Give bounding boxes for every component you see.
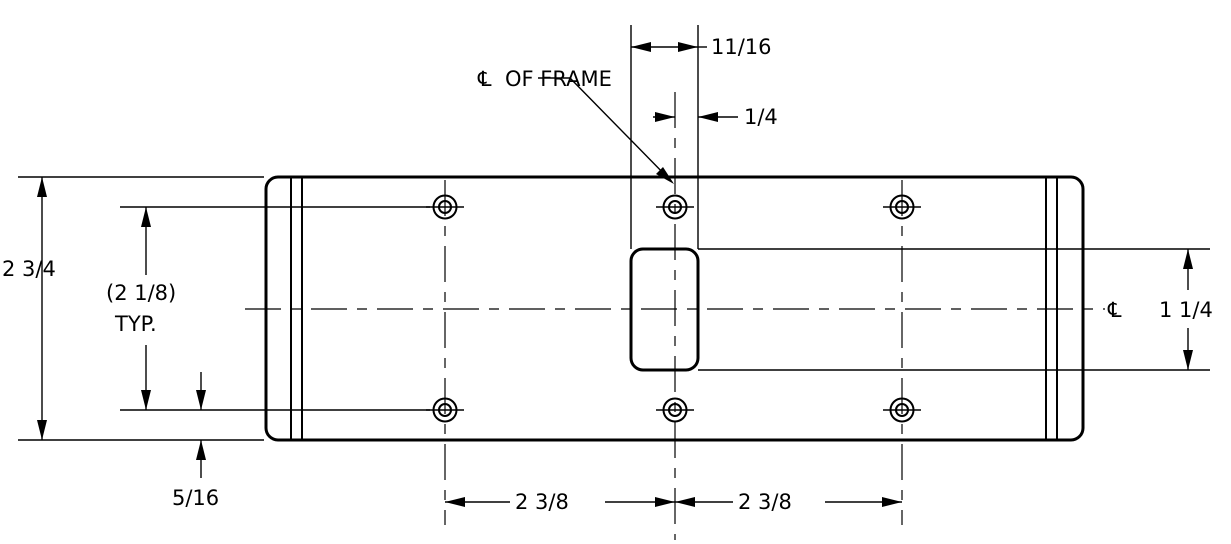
horizontal-centerline-symbol: ℄ — [1107, 298, 1122, 322]
dim-typ-label: TYP. — [114, 312, 157, 336]
center-of-frame-leader: ℄ OF FRAME — [477, 67, 674, 184]
hole-bottom-left — [426, 397, 464, 423]
hole-bottom-right — [883, 397, 921, 423]
dim-2-3-8-right-label: 2 3/8 — [738, 490, 792, 514]
dim-2-3-8-right: 2 3/8 — [675, 490, 902, 514]
dim-1-1-4-label: 1 1/4 — [1159, 298, 1213, 322]
center-of-frame-label: OF FRAME — [505, 67, 612, 91]
dim-2-3-4-label: 2 3/4 — [2, 257, 56, 281]
dim-5-16: 5/16 — [172, 372, 219, 510]
dim-1-4-label: 1/4 — [744, 105, 778, 129]
dim-2-1-8-label: (2 1/8) — [106, 281, 176, 305]
dim-2-3-4: 2 3/4 — [2, 176, 264, 441]
dim-1-4: 1/4 — [653, 105, 778, 129]
hole-top-right — [883, 194, 921, 220]
dim-2-3-8-left-label: 2 3/8 — [515, 490, 569, 514]
dim-11-16: 11/16 — [630, 25, 772, 249]
dim-11-16-label: 11/16 — [711, 35, 772, 59]
dim-2-3-8-left: 2 3/8 — [445, 490, 675, 514]
centerlines — [245, 92, 1105, 540]
dim-2-1-8: (2 1/8) TYP. — [106, 206, 430, 411]
dim-5-16-label: 5/16 — [172, 486, 219, 510]
center-of-frame-cl-symbol: ℄ — [477, 67, 492, 91]
dim-1-1-4: 1 1/4 ℄ — [698, 248, 1213, 371]
hole-top-left — [426, 194, 464, 220]
hole-top-center — [656, 194, 694, 220]
holes — [426, 194, 921, 423]
hole-bottom-center — [656, 397, 694, 423]
